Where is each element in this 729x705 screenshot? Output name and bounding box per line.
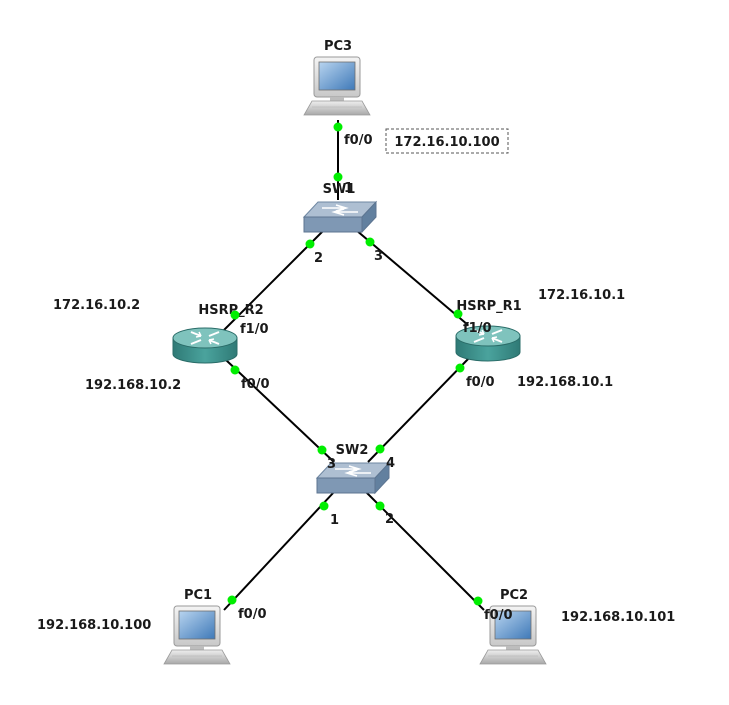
pc3-ip-label: 172.16.10.100 (394, 135, 499, 150)
pc2-name-label: PC2 (500, 588, 528, 603)
link-sw2-pc2[interactable] (365, 491, 485, 611)
pc3-device[interactable]: PC3 (303, 39, 371, 116)
switch-icon[interactable] (303, 201, 377, 233)
sw2-name-label: SW2 (336, 443, 369, 458)
endpoint-sw1-1 (333, 172, 343, 182)
port-label-pc2-f0-0: f0/0 (484, 608, 513, 623)
pc2-ip-label: 192.168.10.101 (561, 610, 675, 625)
endpoint-hsrp-r1-f0-0 (455, 363, 465, 373)
link-hsrp-r1-sw2[interactable] (367, 356, 471, 463)
hsrp-r1-name-label: HSRP_R1 (456, 299, 521, 314)
hsrp-r2-device[interactable]: HSRP_R2 (172, 303, 264, 364)
port-label-sw2-4: 4 (386, 456, 395, 471)
sw2-device[interactable]: SW2 (316, 443, 390, 494)
link-sw2-pc1[interactable] (223, 491, 335, 611)
port-label-pc3-f0-0: f0/0 (344, 133, 373, 148)
sw1-device[interactable]: SW1 (303, 182, 377, 233)
pc1-device[interactable]: PC1 (163, 588, 231, 665)
endpoint-hsrp-r2-f1-0 (230, 310, 240, 320)
link-hsrp-r2-sw2[interactable] (225, 359, 335, 463)
hsrp-r2-outside-ip-label: 172.16.10.2 (53, 298, 140, 313)
port-label-sw2-2: 2 (385, 512, 394, 527)
port-label-hsrp-r2-f0-0: f0/0 (241, 377, 270, 392)
hsrp-r2-name-label: HSRP_R2 (198, 303, 263, 318)
pc1-name-label: PC1 (184, 588, 212, 603)
port-label-hsrp-r1-f1-0: f1/0 (463, 321, 492, 336)
hsrp-r1-device[interactable]: HSRP_R1 (455, 299, 522, 362)
link-endpoints (227, 122, 483, 606)
pc3-ip-note-box (385, 128, 509, 154)
endpoint-pc1-f0-0 (227, 595, 237, 605)
endpoint-sw2-4 (375, 444, 385, 454)
port-label-sw1-1: 1 (344, 181, 353, 196)
sw1-name-label: SW1 (323, 182, 356, 197)
router-icon[interactable] (172, 327, 238, 364)
port-label-sw2-3: 3 (327, 457, 336, 472)
endpoint-pc3-f0-0 (333, 122, 343, 132)
port-label-sw1-2: 2 (314, 251, 323, 266)
endpoint-hsrp-r2-f0-0 (230, 365, 240, 375)
computer-icon[interactable] (303, 56, 371, 116)
hsrp-r1-inside-ip-label: 192.168.10.1 (517, 375, 613, 390)
computer-icon[interactable] (163, 605, 231, 665)
endpoint-sw2-1 (319, 501, 329, 511)
endpoint-hsrp-r1-f1-0 (453, 309, 463, 319)
port-label-sw2-1: 1 (330, 513, 339, 528)
endpoint-pc2-f0-0 (473, 596, 483, 606)
port-label-hsrp-r2-f1-0: f1/0 (240, 322, 269, 337)
port-label-pc1-f0-0: f0/0 (238, 607, 267, 622)
endpoint-sw1-2 (305, 239, 315, 249)
pc3-ip-note[interactable]: 172.16.10.100 (385, 128, 509, 154)
port-label-sw1-3: 3 (374, 249, 383, 264)
endpoint-sw1-3 (365, 237, 375, 247)
pc1-ip-label: 192.168.10.100 (37, 618, 151, 633)
endpoint-sw2-3 (317, 445, 327, 455)
pc3-name-label: PC3 (324, 39, 352, 54)
endpoint-sw2-2 (375, 501, 385, 511)
pc2-device[interactable]: PC2 (479, 588, 547, 665)
hsrp-r2-inside-ip-label: 192.168.10.2 (85, 378, 181, 393)
link-sw1-hsrp-r1[interactable] (355, 229, 469, 326)
hsrp-r1-outside-ip-label: 172.16.10.1 (538, 288, 625, 303)
port-label-hsrp-r1-f0-0: f0/0 (466, 375, 495, 390)
